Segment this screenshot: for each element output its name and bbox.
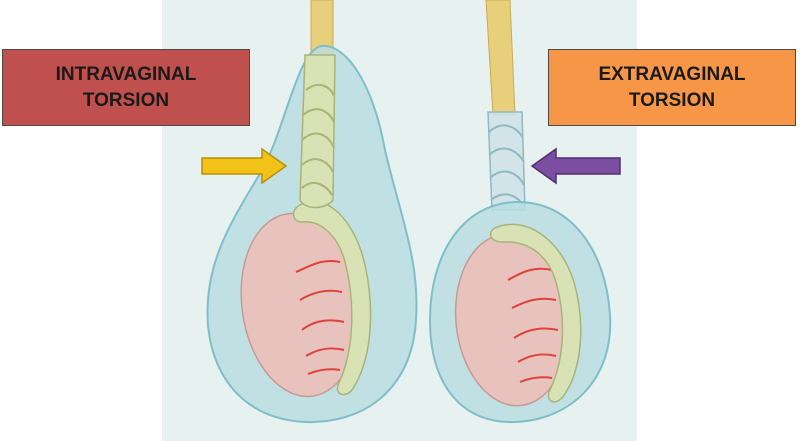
purple-arrow xyxy=(530,147,621,185)
testicular-vessels-left xyxy=(295,260,345,375)
intravaginal-label-line2: TORSION xyxy=(82,89,170,111)
intravaginal-torsion-label: INTRAVAGINAL TORSION xyxy=(2,49,250,126)
epididymis-right xyxy=(489,223,582,403)
twist-ridges-right xyxy=(488,124,525,207)
epididymis-left xyxy=(292,200,372,396)
twist-ridges-left xyxy=(301,83,335,196)
intravaginal-specimen xyxy=(206,0,418,424)
extravaginal-box-bg xyxy=(548,49,796,126)
extravaginal-specimen xyxy=(428,0,612,424)
intravaginal-box-bg xyxy=(2,49,250,126)
intravaginal-label-line1: INTRAVAGINAL xyxy=(55,63,197,85)
twisted-cord-left xyxy=(299,54,336,209)
extravaginal-label-line1: EXTRAVAGINAL xyxy=(598,63,746,85)
extravaginal-torsion-label: EXTRAVAGINAL TORSION xyxy=(548,49,796,126)
yellow-arrow xyxy=(201,147,288,185)
extravaginal-label-line2: TORSION xyxy=(628,89,716,111)
testicular-vessels-right xyxy=(507,267,559,383)
